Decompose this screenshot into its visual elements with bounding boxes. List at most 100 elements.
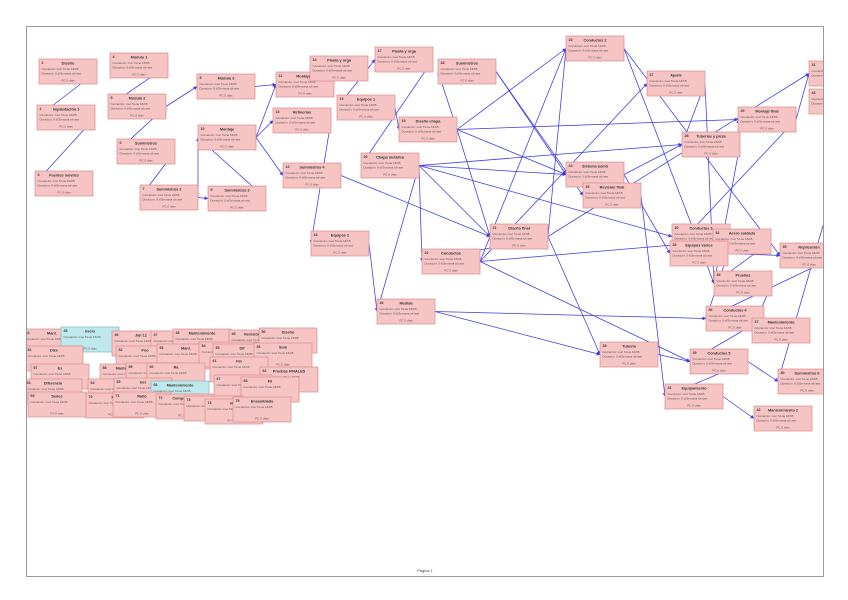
task-meta-line: Comienzo: mar 7/ene 16/05 [717,279,754,283]
task-title: Fin [236,360,242,364]
task-slack: PC 0 días [687,404,701,408]
task-meta-line: Duración: 0 d/Semana ab ase [685,144,725,148]
task-meta-line: Comienzo: mar 7/ene 16/05 [208,407,245,411]
task-id: 53 [160,346,164,350]
edge-n15-n19 [394,107,401,130]
task-meta-line: Comienzo: mar 7/ene 16/05 [757,414,794,418]
edge-n22-n39 [479,261,691,362]
task-node-box [272,107,332,134]
task-id: 32 [716,231,720,235]
task-title: Suministros 6 [794,372,819,376]
task-node-box [107,93,167,120]
task-slack: PC 0 días [444,269,458,273]
task-title: Fil [268,380,272,384]
task-meta-line: Comienzo: mar 7/ene 16/05 [216,352,253,356]
task-id: 48 [176,331,180,335]
task-node-box [360,152,420,179]
task-slack: PC 0 días [298,92,312,96]
edge-n20-n24 [418,165,567,177]
task-title: Mantenimiento [189,332,216,336]
task-id: 22 [425,251,429,255]
task-id: 55 [216,346,220,350]
task-id: 35 [783,245,787,249]
task-meta-line: Comienzo: mar 7/ene 16/05 [755,326,792,330]
task-meta-line: Duración: 0 d/Semana ab ase [113,65,153,69]
task-id: 23 [569,38,573,42]
task-id: 11 [279,74,283,78]
task-meta-line: Comienzo: mar 7/ene 16/05 [111,102,148,106]
task-id: 14 [313,58,317,62]
task-meta-line: Duración: 0 d/Semana ab ase [314,243,354,247]
task-node-box [565,35,625,62]
task-meta-line: Duración: 0 d/Semana ab ase [717,283,757,287]
task-slack: PC 0 días [383,173,397,177]
task-node-box [808,60,823,87]
task-node-box [582,182,642,209]
task-slack: PC 0 días [692,261,706,265]
task-meta-line: Comienzo: mar 7/ene 16/05 [603,350,640,354]
task-node-box [34,170,94,197]
task-meta-line: Duración: 0 d/Semana ab ase [402,129,442,133]
task-slack: PC 0 días [460,79,474,83]
task-meta-line: Comienzo: mar 7/ene 16/05 [314,239,351,243]
task-node-box [669,240,729,267]
task-title: Montaje [220,128,234,132]
task-title: Ensamblado [251,400,274,404]
edge-n26-n38 [434,311,601,356]
task-title: Diseño [282,331,295,335]
task-meta-line: Duración: 0 d/Semana ab ase [603,354,643,358]
task-meta-line: Duración: 0 d/Semana ab ase [201,137,241,141]
task-title: Refinerías [293,111,311,115]
task-title: Módulo 3 [218,77,235,81]
task-node-box [197,124,257,151]
task-title: Diferencia [44,382,63,386]
task-id: 66 [154,383,158,387]
task-title: Suministros 4 [299,166,325,170]
task-meta-line: Comienzo: mar 7/ene 16/05 [402,125,439,129]
task-node-43[interactable]: 43FinComienzo: mar 7/ene 16/05Duración: … [808,88,823,115]
edge-n38-n39 [657,354,691,363]
task-slack: PC 0 días [57,191,71,195]
edge-n12-n21 [340,175,491,237]
